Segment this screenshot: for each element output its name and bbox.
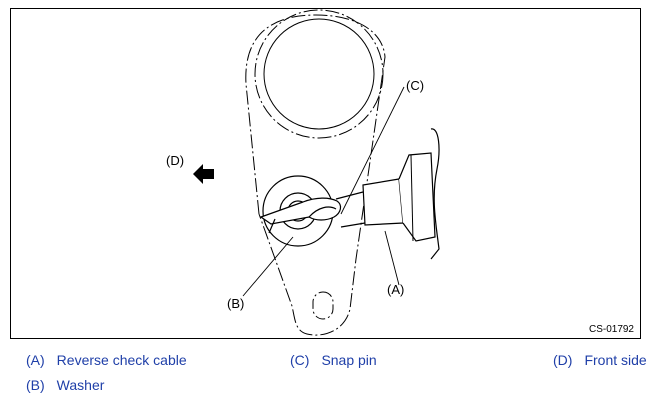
cable-fitting: [362, 178, 404, 226]
callout-c: (C): [406, 78, 425, 93]
figure-frame: (C) (D) (B) (A) CS-01792: [10, 8, 641, 339]
lever-boss-inner: [263, 18, 375, 130]
lever-outline: [245, 14, 386, 336]
legend-key: (C): [290, 352, 310, 368]
legend-key: (A): [26, 352, 45, 368]
leader-a: [384, 230, 400, 286]
housing: [430, 128, 440, 260]
lever-boss-outer: [254, 9, 384, 139]
legend-text: Reverse check cable: [56, 352, 187, 368]
legend-key: (D): [553, 352, 573, 368]
legend-item-a: (A) Reverse check cable: [26, 352, 187, 368]
legend-text: Front side: [584, 352, 647, 368]
legend-item-b: (B) Washer: [26, 377, 104, 393]
legend: (A) Reverse check cable (C) Snap pin (D) Fr…: [0, 344, 669, 400]
lever-diagram: [193, 9, 440, 336]
callout-a: (A): [387, 282, 405, 297]
legend-text: Snap pin: [321, 352, 377, 368]
cable-sleeve: [398, 152, 436, 242]
legend-key: (B): [26, 377, 45, 393]
legend-item-d: (D) Front side: [553, 352, 647, 368]
snap-pin: [259, 197, 342, 225]
front-arrow-icon: [193, 164, 214, 184]
cable-rod: [335, 191, 366, 228]
leader-b: [242, 236, 294, 297]
legend-text: Washer: [56, 377, 105, 393]
leader-c: [340, 86, 405, 215]
figure-code: CS-01792: [588, 324, 634, 335]
lever-slot: [312, 291, 334, 320]
callout-d: (D): [166, 153, 185, 168]
legend-item-c: (C) Snap pin: [290, 352, 377, 368]
callout-b: (B): [227, 296, 245, 311]
